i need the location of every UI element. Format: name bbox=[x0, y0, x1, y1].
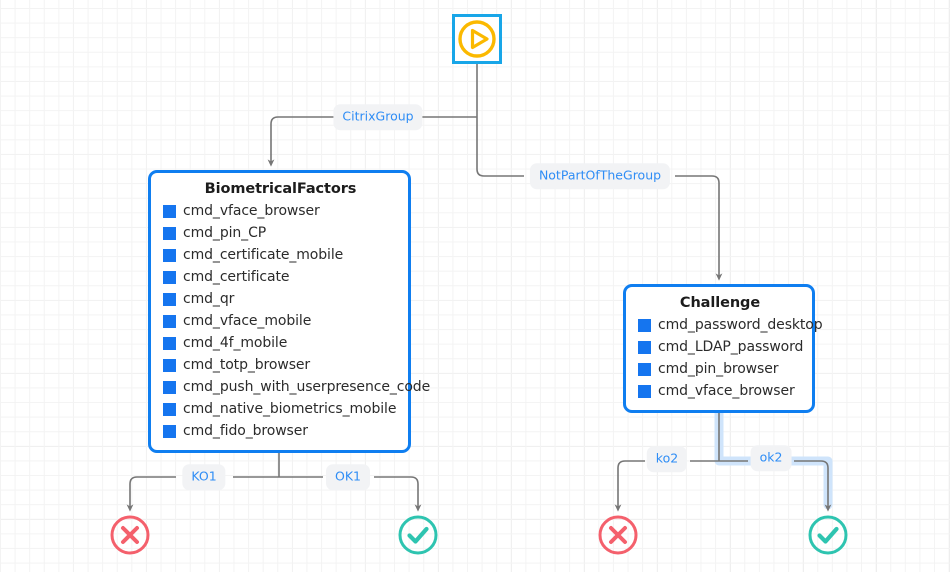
command-swatch-icon bbox=[163, 292, 176, 306]
command-swatch-icon bbox=[638, 384, 651, 398]
command-swatch-icon bbox=[638, 340, 651, 354]
edge-not-part-of-the-group[interactable] bbox=[476, 117, 723, 281]
list-item[interactable]: cmd_vface_mobile bbox=[163, 310, 398, 332]
command-swatch-icon bbox=[638, 362, 651, 376]
list-item[interactable]: cmd_password_desktop bbox=[638, 314, 823, 336]
list-item[interactable]: cmd_certificate_mobile bbox=[163, 244, 398, 266]
list-item[interactable]: cmd_native_biometrics_mobile bbox=[163, 398, 398, 420]
circle-x-icon bbox=[598, 515, 638, 555]
command-swatch-icon bbox=[163, 204, 176, 218]
list-item-label: cmd_LDAP_password bbox=[658, 339, 804, 355]
circle-check-icon bbox=[808, 515, 848, 555]
list-item-label: cmd_password_desktop bbox=[658, 317, 823, 333]
list-item[interactable]: cmd_certificate bbox=[163, 266, 398, 288]
list-item-label: cmd_vface_mobile bbox=[183, 313, 312, 329]
list-item-label: cmd_pin_browser bbox=[658, 361, 779, 377]
command-swatch-icon bbox=[163, 424, 176, 438]
command-swatch-icon bbox=[163, 248, 176, 262]
terminal-success-1[interactable] bbox=[396, 513, 440, 557]
list-item-label: cmd_certificate bbox=[183, 269, 290, 285]
list-item-label: cmd_fido_browser bbox=[183, 423, 308, 439]
list-item[interactable]: cmd_4f_mobile bbox=[163, 332, 398, 354]
command-swatch-icon bbox=[163, 314, 176, 328]
node-title: BiometricalFactors bbox=[204, 181, 357, 197]
terminal-success-2[interactable] bbox=[806, 513, 850, 557]
terminal-fail-2[interactable] bbox=[596, 513, 640, 557]
command-swatch-icon bbox=[638, 318, 651, 332]
node-title: Challenge bbox=[679, 295, 761, 311]
list-item[interactable]: cmd_pin_browser bbox=[638, 358, 802, 380]
circle-x-icon bbox=[110, 515, 150, 555]
list-item-label: cmd_certificate_mobile bbox=[183, 247, 344, 263]
edge-label-ko1[interactable]: KO1 bbox=[182, 464, 226, 490]
list-item[interactable]: cmd_totp_browser bbox=[163, 354, 398, 376]
command-swatch-icon bbox=[163, 270, 176, 284]
list-item-label: cmd_push_with_userpresence_code bbox=[183, 379, 431, 395]
command-swatch-icon bbox=[163, 336, 176, 350]
list-item[interactable]: cmd_vface_browser bbox=[638, 380, 802, 402]
list-item[interactable]: cmd_LDAP_password bbox=[638, 336, 804, 358]
list-item-label: cmd_vface_browser bbox=[658, 383, 795, 399]
play-icon bbox=[458, 20, 496, 58]
start-node[interactable] bbox=[452, 14, 502, 64]
list-item-label: cmd_native_biometrics_mobile bbox=[183, 401, 397, 417]
list-item[interactable]: cmd_vface_browser bbox=[163, 200, 398, 222]
edge-label-citrix-group[interactable]: CitrixGroup bbox=[333, 104, 423, 130]
list-item[interactable]: cmd_push_with_userpresence_code bbox=[163, 376, 430, 398]
edge-label-ko2[interactable]: ko2 bbox=[646, 446, 688, 472]
list-item-label: cmd_pin_CP bbox=[183, 225, 267, 241]
terminal-fail-1[interactable] bbox=[108, 513, 152, 557]
command-swatch-icon bbox=[163, 358, 176, 372]
list-item-label: cmd_4f_mobile bbox=[183, 335, 288, 351]
list-item-label: cmd_qr bbox=[183, 291, 235, 307]
list-item-label: cmd_totp_browser bbox=[183, 357, 311, 373]
circle-check-icon bbox=[398, 515, 438, 555]
list-item-label: cmd_vface_browser bbox=[183, 203, 320, 219]
node-item-list: cmd_password_desktop cmd_LDAP_password c… bbox=[638, 314, 823, 402]
list-item[interactable]: cmd_pin_CP bbox=[163, 222, 398, 244]
node-biometrical-factors[interactable]: BiometricalFactors cmd_vface_browser cmd… bbox=[148, 170, 430, 453]
node-challenge[interactable]: Challenge cmd_password_desktop cmd_LDAP_… bbox=[623, 284, 823, 413]
list-item[interactable]: cmd_qr bbox=[163, 288, 398, 310]
edge-label-ok1[interactable]: OK1 bbox=[326, 464, 370, 490]
command-swatch-icon bbox=[163, 402, 176, 416]
command-swatch-icon bbox=[163, 380, 176, 394]
node-item-list: cmd_vface_browser cmd_pin_CP cmd_certifi… bbox=[163, 200, 430, 442]
edge-label-not-part-of-the-group[interactable]: NotPartOfTheGroup bbox=[529, 163, 671, 189]
edge-label-ok2[interactable]: ok2 bbox=[750, 445, 792, 471]
list-item[interactable]: cmd_fido_browser bbox=[163, 420, 398, 442]
command-swatch-icon bbox=[163, 226, 176, 240]
